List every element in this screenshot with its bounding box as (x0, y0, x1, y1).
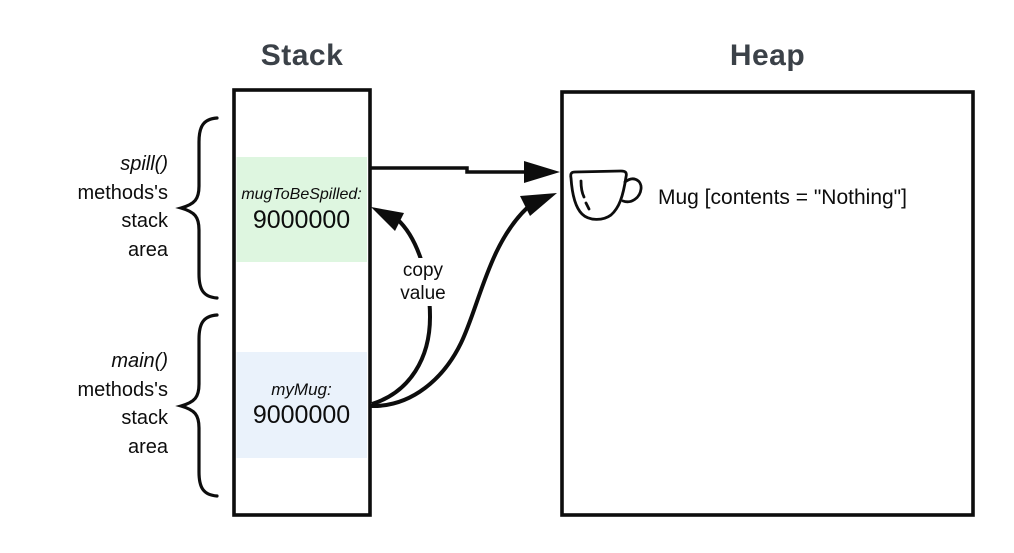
main-area-brace-icon (175, 313, 219, 498)
spill-area-label-line: stack (121, 210, 168, 232)
main-frame-cell (236, 352, 367, 458)
stack-box (232, 88, 372, 517)
heap-object-label: Mug [contents = "Nothing"] (658, 186, 907, 209)
heap-box (560, 90, 975, 517)
main-reference-arrow (370, 193, 557, 409)
copy-value-arrow (371, 207, 433, 406)
spill-frame-cell (236, 157, 367, 262)
spill-area-label-line: spill() (120, 153, 168, 175)
main-area-label: main() methods's stack area (40, 347, 168, 461)
main-area-label-line: stack (121, 407, 168, 429)
spill-frame-variable: mugToBeSpilled: 9000000 (236, 157, 367, 262)
main-area-label-line: main() (111, 350, 168, 372)
variable-value: 9000000 (252, 401, 351, 429)
spill-area-label: spill() methods's stack area (40, 150, 168, 264)
spill-reference-arrow (371, 161, 560, 183)
mug-icon (569, 169, 643, 221)
main-area-label-line: methods's (77, 378, 168, 401)
main-area-label-line: area (127, 435, 168, 458)
spill-area-label-line: methods's (77, 181, 168, 204)
variable-value: 9000000 (252, 205, 351, 234)
spill-area-label-line: area (127, 238, 168, 261)
variable-name: myMug: (271, 380, 332, 399)
stack-title: Stack (260, 39, 344, 72)
variable-name: mugToBeSpilled: (241, 185, 362, 203)
spill-area-brace-icon (175, 116, 219, 300)
heap-title: Heap (729, 39, 806, 72)
copy-value-label: copy value (389, 258, 457, 306)
main-frame-variable: myMug: 9000000 (236, 352, 367, 458)
